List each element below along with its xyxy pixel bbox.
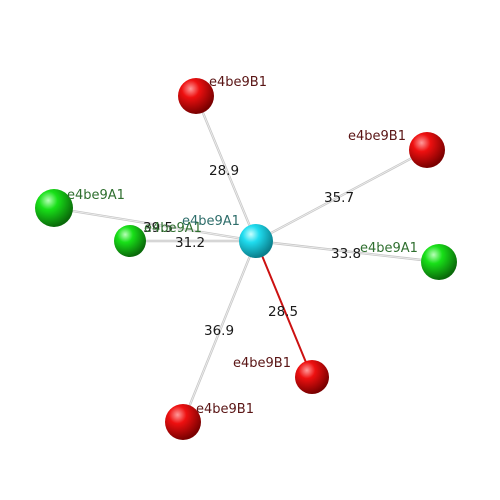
atom-label-b3: e4be9B1 (233, 356, 291, 371)
atom-label-a1: e4be9A1 (67, 188, 125, 203)
distance-label-b4: 36.9 (204, 323, 234, 339)
atom-red-b4[interactable] (165, 404, 201, 440)
atom-label-b2: e4be9B1 (348, 129, 406, 144)
bond-shine-a1 (53, 207, 257, 242)
bond-shine-a3 (255, 240, 440, 263)
distance-label-b1: 28.9 (209, 163, 239, 179)
distance-label-a1: 39.5 (143, 220, 173, 236)
atom-red-b2[interactable] (409, 132, 445, 168)
atom-green-a3[interactable] (421, 244, 457, 280)
atom-red-b1[interactable] (178, 78, 214, 114)
distance-label-a2: 31.2 (175, 235, 205, 251)
atom-label-a2: e4be9A1 (144, 221, 202, 236)
distance-label-a3: 33.8 (331, 246, 361, 262)
atom-layer (35, 78, 457, 440)
atom-red-b3[interactable] (295, 360, 329, 394)
distance-label-b2: 35.7 (324, 190, 354, 206)
atom-green-a2[interactable] (114, 225, 146, 257)
atom-label-a3: e4be9A1 (360, 241, 418, 256)
label-layer: e4be9B128.9e4be9B135.7e4be9A139.5e4be9A1… (67, 75, 418, 417)
atom-center[interactable] (239, 224, 273, 258)
bond-shine-b2 (255, 149, 428, 242)
distance-label-b3: 28.5 (268, 304, 298, 320)
bond-b3 (255, 240, 313, 378)
bond-shine-b1 (195, 95, 257, 242)
atom-label-b4: e4be9B1 (196, 402, 254, 417)
atom-label-center: e4be9A1 (182, 214, 240, 229)
atom-green-a1[interactable] (35, 189, 73, 227)
bond-shine-b4 (182, 240, 257, 423)
atom-label-b1: e4be9B1 (209, 75, 267, 90)
bond-layer (52, 94, 441, 424)
